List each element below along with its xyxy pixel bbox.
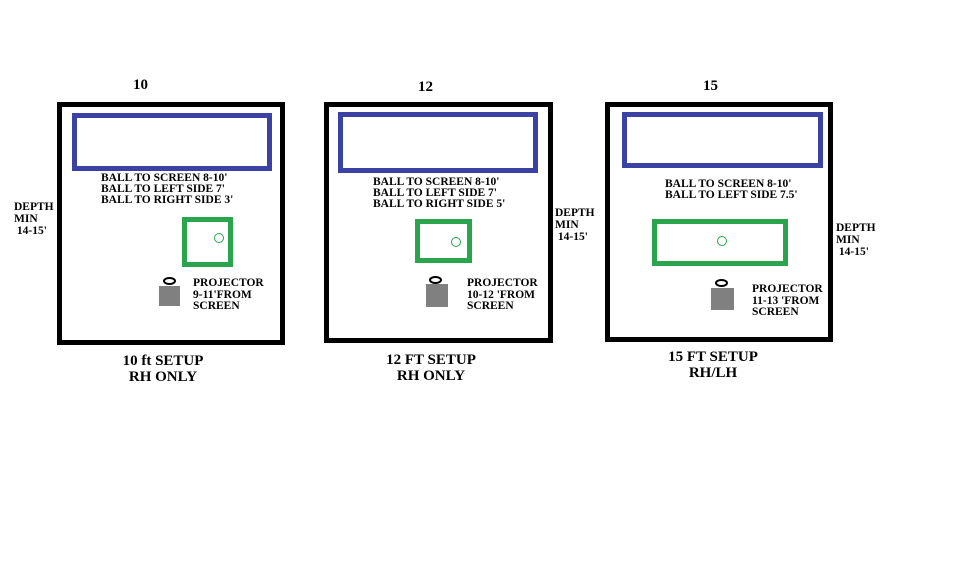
ball-distance-line: BALL TO LEFT SIDE 7.5' — [665, 189, 798, 201]
depth-label-15ft: DEPTH MIN 14-15' — [836, 222, 876, 258]
ball-distance-notes: BALL TO SCREEN 8-10' BALL TO LEFT SIDE 7… — [101, 172, 234, 206]
depth-label-line: MIN — [555, 219, 579, 231]
depth-label-line: DEPTH — [836, 222, 876, 234]
projector-note-line: 9-11'FROM — [193, 288, 252, 301]
depth-label-line: MIN — [836, 234, 860, 246]
projector-lens-icon — [429, 276, 442, 284]
impact-screen — [338, 112, 538, 173]
projector-note-line: PROJECTOR — [752, 283, 823, 295]
depth-label-10ft: DEPTH MIN 14-15' — [14, 201, 54, 237]
projector-note-line: PROJECTOR — [467, 277, 538, 289]
setup-caption-line: RH ONLY — [128, 368, 198, 385]
projector-note-line: PROJECTOR — [193, 277, 264, 289]
hitting-mat — [652, 219, 788, 266]
projector-notes: PROJECTOR 10-12 'FROM SCREEN — [467, 277, 538, 313]
setup-caption-line: 10 ft SETUP — [122, 353, 204, 369]
impact-screen — [622, 112, 823, 168]
depth-label-line: MIN — [14, 213, 38, 225]
hitting-mat — [415, 219, 472, 263]
setup-caption: 12 FT SETUP RH ONLY — [324, 352, 538, 384]
projector-note-line: SCREEN — [193, 300, 240, 312]
projector-notes: PROJECTOR 9-11'FROM SCREEN — [193, 277, 264, 313]
ball-distance-line: BALL TO RIGHT SIDE 3' — [101, 194, 234, 206]
depth-label-line: DEPTH — [555, 207, 595, 219]
projector-note-line: SCREEN — [752, 306, 799, 318]
setup-caption-line: 12 FT SETUP — [386, 352, 476, 368]
depth-label-line: 14-15' — [14, 225, 47, 237]
setup-caption-line: RH/LH — [688, 364, 738, 381]
room-width-title: 15 — [703, 78, 718, 94]
setup-caption: 15 FT SETUP RH/LH — [605, 349, 821, 381]
impact-screen — [72, 113, 272, 171]
ball-distance-line: BALL TO LEFT SIDE 7' — [373, 187, 498, 199]
setup-caption-line: RH ONLY — [396, 367, 466, 384]
ball-distance-notes: BALL TO SCREEN 8-10' BALL TO LEFT SIDE 7… — [665, 178, 798, 201]
depth-label-line: 14-15' — [836, 246, 869, 258]
ball-position-marker — [717, 236, 727, 246]
projector-icon — [711, 288, 734, 310]
depth-label-line: 14-15' — [555, 231, 588, 243]
room-width-title: 10 — [133, 77, 148, 93]
ball-distance-line: BALL TO LEFT SIDE 7' — [101, 183, 226, 195]
projector-icon — [159, 286, 180, 306]
ball-position-marker — [451, 237, 461, 247]
depth-label-12ft: DEPTH MIN 14-15' — [555, 207, 595, 243]
projector-icon — [426, 284, 448, 307]
hitting-mat — [182, 217, 233, 267]
projector-note-line: 10-12 'FROM — [467, 288, 536, 301]
depth-label-line: DEPTH — [14, 201, 54, 213]
ball-distance-notes: BALL TO SCREEN 8-10' BALL TO LEFT SIDE 7… — [373, 176, 506, 210]
projector-lens-icon — [163, 277, 176, 285]
projector-notes: PROJECTOR 11-13 'FROM SCREEN — [752, 283, 823, 319]
projector-lens-icon — [715, 279, 728, 287]
ball-position-marker — [214, 233, 224, 243]
projector-note-line: 11-13 'FROM — [752, 294, 820, 307]
ball-distance-line: BALL TO RIGHT SIDE 5' — [373, 198, 506, 210]
ball-distance-line: BALL TO SCREEN 8-10' — [101, 172, 228, 184]
ball-distance-line: BALL TO SCREEN 8-10' — [373, 176, 500, 188]
ball-distance-line: BALL TO SCREEN 8-10' — [665, 178, 792, 190]
projector-note-line: SCREEN — [467, 300, 514, 312]
setup-caption-line: 15 FT SETUP — [668, 349, 758, 365]
room-width-title: 12 — [418, 79, 433, 95]
setup-caption: 10 ft SETUP RH ONLY — [57, 353, 269, 385]
